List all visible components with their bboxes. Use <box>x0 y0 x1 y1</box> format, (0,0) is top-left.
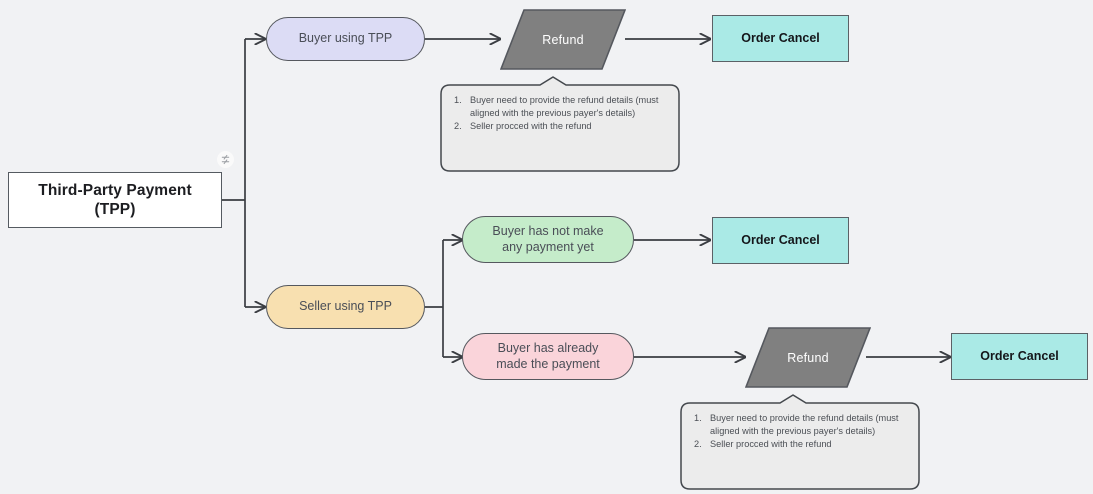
callout-text: Seller procced with the refund <box>470 121 592 132</box>
node-order-cancel-bottom[interactable]: Order Cancel <box>951 333 1088 380</box>
callout-line: 2. Seller procced with the refund <box>454 120 666 133</box>
connector-badge-icon <box>217 151 234 168</box>
callout-line: 2. Seller procced with the refund <box>694 438 906 451</box>
node-already-paid[interactable]: Buyer has already made the payment <box>462 333 634 380</box>
node-root[interactable]: Third-Party Payment (TPP) <box>8 172 222 228</box>
callout-line: 1. Buyer need to provide the refund deta… <box>694 412 906 438</box>
callout-text: Seller procced with the refund <box>710 439 832 450</box>
callout-number: 2. <box>694 439 702 450</box>
node-refund-bottom-label: Refund <box>787 350 829 365</box>
callout-bottom: 1. Buyer need to provide the refund deta… <box>680 394 920 490</box>
callout-text: Buyer need to provide the refund details… <box>470 95 659 119</box>
node-refund-bottom[interactable]: Refund <box>745 327 871 388</box>
callout-text: Buyer need to provide the refund details… <box>710 413 899 437</box>
node-refund-top[interactable]: Refund <box>500 9 626 70</box>
callout-number: 1. <box>454 95 462 105</box>
callout-number: 1. <box>694 413 702 423</box>
node-order-cancel-top[interactable]: Order Cancel <box>712 15 849 62</box>
node-buyer-using-tpp[interactable]: Buyer using TPP <box>266 17 425 61</box>
callout-top: 1. Buyer need to provide the refund deta… <box>440 76 680 172</box>
node-seller-using-tpp[interactable]: Seller using TPP <box>266 285 425 329</box>
node-order-cancel-middle[interactable]: Order Cancel <box>712 217 849 264</box>
callout-number: 2. <box>454 121 462 132</box>
callout-top-body: 1. Buyer need to provide the refund deta… <box>454 94 666 133</box>
node-refund-top-label: Refund <box>542 32 584 47</box>
callout-line: 1. Buyer need to provide the refund deta… <box>454 94 666 120</box>
node-no-payment-yet[interactable]: Buyer has not make any payment yet <box>462 216 634 263</box>
callout-bottom-body: 1. Buyer need to provide the refund deta… <box>694 412 906 451</box>
